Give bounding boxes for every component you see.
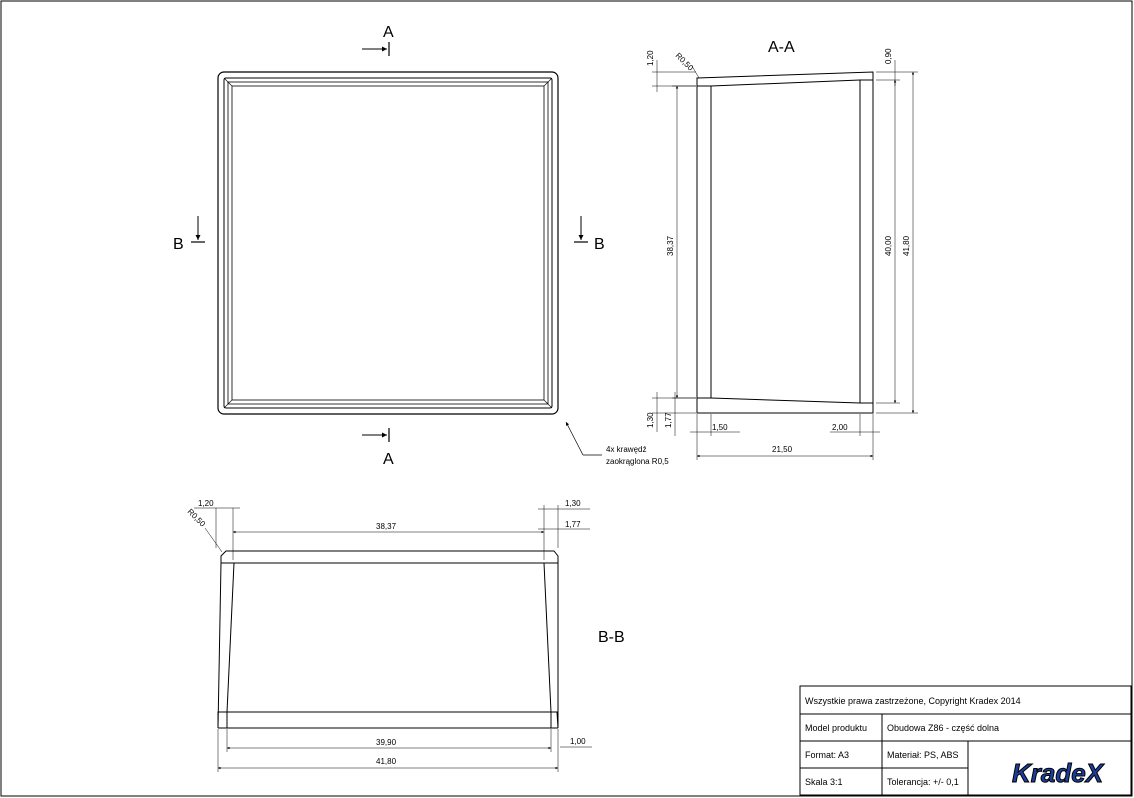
model-value: Obudowa Z86 - część dolna (887, 723, 999, 733)
model-label: Model produktu (805, 723, 867, 733)
section-mark-a-top: A (362, 24, 394, 56)
dim-bb-total-width: 41,80 (376, 757, 397, 766)
dim-aa-wall-200: 2,00 (832, 423, 848, 432)
dim-bb-right-177: 1,77 (565, 520, 581, 529)
dim-aa-height-40: 40,00 (884, 235, 893, 256)
section-bb-title: B-B (598, 629, 625, 646)
dim-aa-wall-150: 1,50 (712, 423, 728, 432)
dim-aa-radius: R0,50 (674, 51, 696, 73)
dim-bb-top-width: 38,37 (376, 522, 397, 531)
logo-text: KradeX (1012, 758, 1105, 788)
copyright-text: Wszystkie prawa zastrzeżone, Copyright K… (805, 696, 1021, 706)
dim-bb-radius: R0,50 (186, 507, 208, 529)
dim-aa-bot-177: 1,77 (664, 412, 673, 428)
title-block: Wszystkie prawa zastrzeżone, Copyright K… (799, 685, 1132, 796)
dim-aa-inner-height: 38,37 (666, 235, 675, 256)
material-text: Materiał: PS, ABS (887, 750, 959, 760)
section-mark-a-bottom: A (362, 428, 394, 468)
scale-text: Skala 3:1 (805, 777, 843, 787)
section-view-aa: A-A 1,20 R0,50 0,90 38,37 40,00 41, (646, 39, 918, 460)
dim-bb-right-130: 1,30 (565, 499, 581, 508)
tolerance-text: Tolerancja: +/- 0,1 (887, 777, 959, 787)
kradex-logo: KradeX (1004, 745, 1105, 791)
note-line-2: zaokrąglona R0,5 (606, 457, 669, 466)
section-mark-b-right: B (574, 216, 605, 253)
section-label-b-left: B (173, 236, 184, 253)
top-view: A A B B 4x krawędź zaokrąglona R0,5 (173, 24, 669, 468)
section-mark-b-left: B (173, 216, 205, 253)
dim-aa-top-right: 0,90 (884, 48, 893, 64)
section-aa-title: A-A (768, 39, 795, 56)
dim-bb-base-width: 39,90 (376, 738, 397, 747)
dim-aa-depth: 21,50 (772, 445, 793, 454)
dim-aa-bot-130: 1,30 (646, 412, 655, 428)
dim-bb-left-120: 1,20 (198, 499, 214, 508)
note-line-1: 4x krawędź (606, 445, 646, 454)
dim-aa-top-wall: 1,20 (646, 50, 655, 66)
section-label-b-right: B (594, 236, 605, 253)
format-text: Format: A3 (805, 750, 849, 760)
rounded-edge-note: 4x krawędź zaokrąglona R0,5 (565, 421, 669, 466)
section-label-a-bottom: A (383, 451, 394, 468)
dim-aa-height-418: 41,80 (902, 235, 911, 256)
dim-bb-base-height: 1,00 (570, 737, 586, 746)
section-view-bb: B-B 1,20 R0,50 38,37 1,30 1,77 39,90 (186, 499, 625, 772)
section-label-a-top: A (383, 24, 394, 41)
